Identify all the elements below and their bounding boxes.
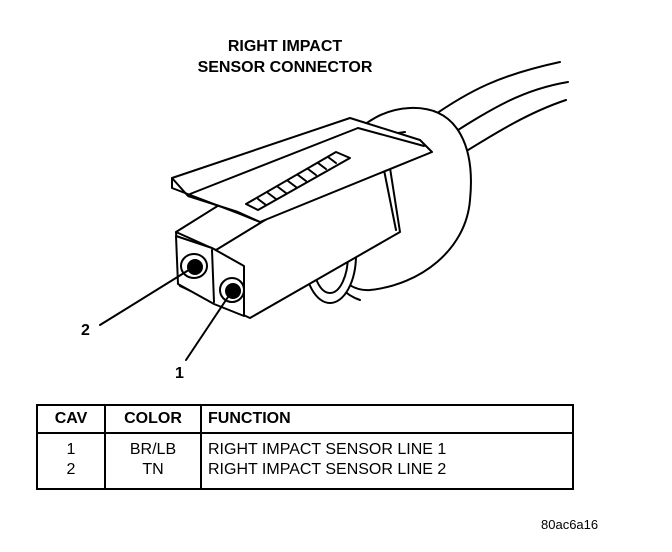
locking-tab [171,117,433,223]
cell-cav: 1 [37,433,106,460]
latch-ribs [257,156,337,206]
table-row: 1 BR/LB RIGHT IMPACT SENSOR LINE 1 [37,433,573,460]
header-color: COLOR [105,405,202,434]
header-cav: CAV [37,405,106,434]
cell-color: BR/LB [105,433,202,460]
latch-slot [245,151,351,211]
leader-line-2 [99,267,193,326]
cell-function: RIGHT IMPACT SENSOR LINE 2 [208,461,447,478]
cell-color: TN [105,460,202,489]
cell-cav: 2 [37,460,106,489]
wire-3 [451,99,567,161]
leader-line-1 [185,293,231,361]
callout-pin-1: 1 [175,365,184,382]
cell-function: RIGHT IMPACT SENSOR LINE 1 [208,441,447,458]
table-row: 2 TN RIGHT IMPACT SENSOR LINE 2 [37,460,573,489]
cavity-2 [180,253,208,279]
title-line-1: RIGHT IMPACT [227,38,343,55]
table-header-row: CAV COLOR FUNCTION [37,405,573,434]
connector-illustration [99,61,569,361]
wire-2 [441,81,569,141]
header-function: FUNCTION [201,405,573,434]
pinout-table: CAV COLOR FUNCTION 1 BR/LB RIGHT IMPACT … [36,404,574,490]
title-line-2: SENSOR CONNECTOR [197,59,373,76]
figure-id: 80ac6a16 [541,517,599,532]
callout-pin-2: 2 [81,322,90,339]
cavity-1 [219,277,245,303]
diagram-title: RIGHT IMPACT SENSOR CONNECTOR [170,36,400,78]
locking-tab-ridge [189,127,425,195]
wire-1 [429,61,561,119]
locking-tab-front [171,177,261,223]
cavity-divider [211,249,215,303]
